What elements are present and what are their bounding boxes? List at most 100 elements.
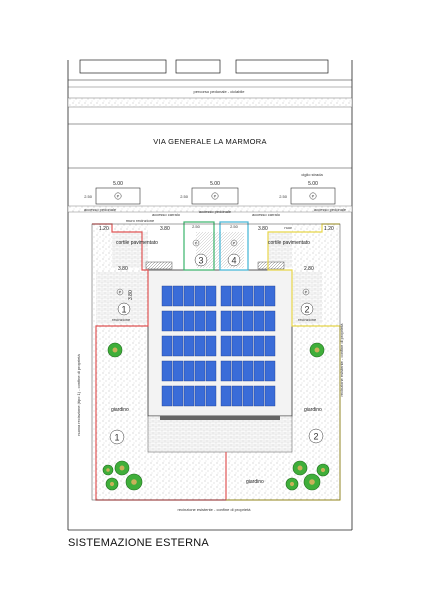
solar-panel [161,360,173,382]
tree-trunk [309,479,315,485]
solar-panel [253,335,265,357]
unit-3-boundary [183,221,215,271]
solar-panel [220,285,232,307]
access-pedestrian-left: accesso pedonale [84,207,117,212]
solar-panel [242,310,254,332]
parking-width: 5.00 [113,181,123,187]
solar-panel [172,385,184,407]
tree-trunk [297,465,303,471]
solar-panel [231,385,243,407]
access-pedestrian-right: accesso pedonale [314,207,347,212]
solar-panel [172,285,184,307]
solar-panel [220,335,232,357]
solar-panel [183,335,195,357]
tree-trunk [314,347,320,353]
access-vehicle-right: accesso carraio [252,212,281,217]
solar-panel [220,385,232,407]
parking-depth: 2.50 [180,194,189,199]
dim-edge-right: 1.20 [324,226,334,232]
fence-left: nuova recinzione (tipo 1) - confine di p… [76,354,81,436]
dim-edge-left: 1.20 [99,226,109,232]
path-label: percorso pedonale - ciclabile [194,89,246,94]
solar-panel [194,285,206,307]
solar-panel [242,335,254,357]
tree-trunk [320,467,326,473]
page-title: SISTEMAZIONE ESTERNA [68,537,209,549]
solar-panel [253,360,265,382]
garden-left: giardino [111,407,129,413]
svg-text:2.50: 2.50 [230,224,239,229]
fence-right: recinzione esistente - confine di propri… [339,323,344,397]
parking-width: 5.00 [308,181,318,187]
solar-panel [172,310,184,332]
solar-panel [220,360,232,382]
solar-panel [194,335,206,357]
solar-panel [253,285,265,307]
solar-panel [242,285,254,307]
tree-trunk [106,468,110,472]
solar-panel [242,360,254,382]
gate-left: muro recinzione [126,218,155,223]
solar-panel [205,335,217,357]
unit-marker-1-courtyard: 1 P [116,288,131,316]
garden-right: giardino [304,407,322,413]
solar-panel [205,385,217,407]
solar-panel [172,360,184,382]
tree-trunk [112,347,118,353]
solar-panel [205,285,217,307]
dim-mid-right: 3.80 [258,226,268,232]
tree-trunk [131,479,137,485]
solar-panel [264,285,276,307]
dim-380b: 3.80 [128,290,134,300]
solar-panel [205,310,217,332]
paved-yard-left: cortile pavimentato [116,240,158,246]
svg-text:2: 2 [313,432,318,442]
solar-panel [231,360,243,382]
unit-marker-3: 3 P 2.50 [192,224,208,267]
sidewalk [67,205,353,213]
parking-bay-right: P 5.00 2.50 [279,181,336,205]
svg-text:1: 1 [121,305,126,315]
drawing-frame [67,60,353,531]
solar-panel [220,310,232,332]
parking-symbol: P [214,194,217,199]
trees [102,342,330,491]
solar-panel [161,385,173,407]
solar-panel [183,360,195,382]
svg-text:2.50: 2.50 [192,224,201,229]
solar-panel [194,310,206,332]
solar-panel-array [161,285,276,407]
solar-panel [161,310,173,332]
solar-panel [264,385,276,407]
curb-label: ciglio strada [301,172,323,177]
parking-bay-center: P 5.00 2.50 [180,181,239,205]
parking-width: 5.00 [210,181,220,187]
gardens [92,224,340,500]
unit-marker-2-garden: 2 [308,428,324,444]
svg-text:2: 2 [304,305,309,315]
solar-panel [183,310,195,332]
svg-text:P: P [233,241,236,246]
svg-text:P: P [305,290,308,295]
dim-280: 2.80 [304,266,314,272]
svg-text:P: P [119,290,122,295]
svg-text:1: 1 [114,433,119,443]
solar-panel [242,385,254,407]
solar-panel [264,310,276,332]
recinzione-right: recinzione [298,317,317,322]
street-name: VIA GENERALE LA MARMORA [153,137,267,146]
parking-bay-left: P 5.00 2.50 [84,181,141,205]
solar-panel [231,310,243,332]
parking-symbol: P [312,194,315,199]
solar-panel [264,360,276,382]
street [68,123,352,169]
svg-text:P: P [195,241,198,246]
access-vehicle-left: accesso carraio [152,212,181,217]
solar-panel [194,360,206,382]
unit-markers: 3 P 2.50 4 P 2.50 1 P 2 P 1 [109,224,324,445]
tree-trunk [289,481,295,487]
solar-panel [172,335,184,357]
parking-depth: 2.50 [84,194,93,199]
pedestrian-cycle-path [67,86,353,108]
tree-trunk [109,481,115,487]
